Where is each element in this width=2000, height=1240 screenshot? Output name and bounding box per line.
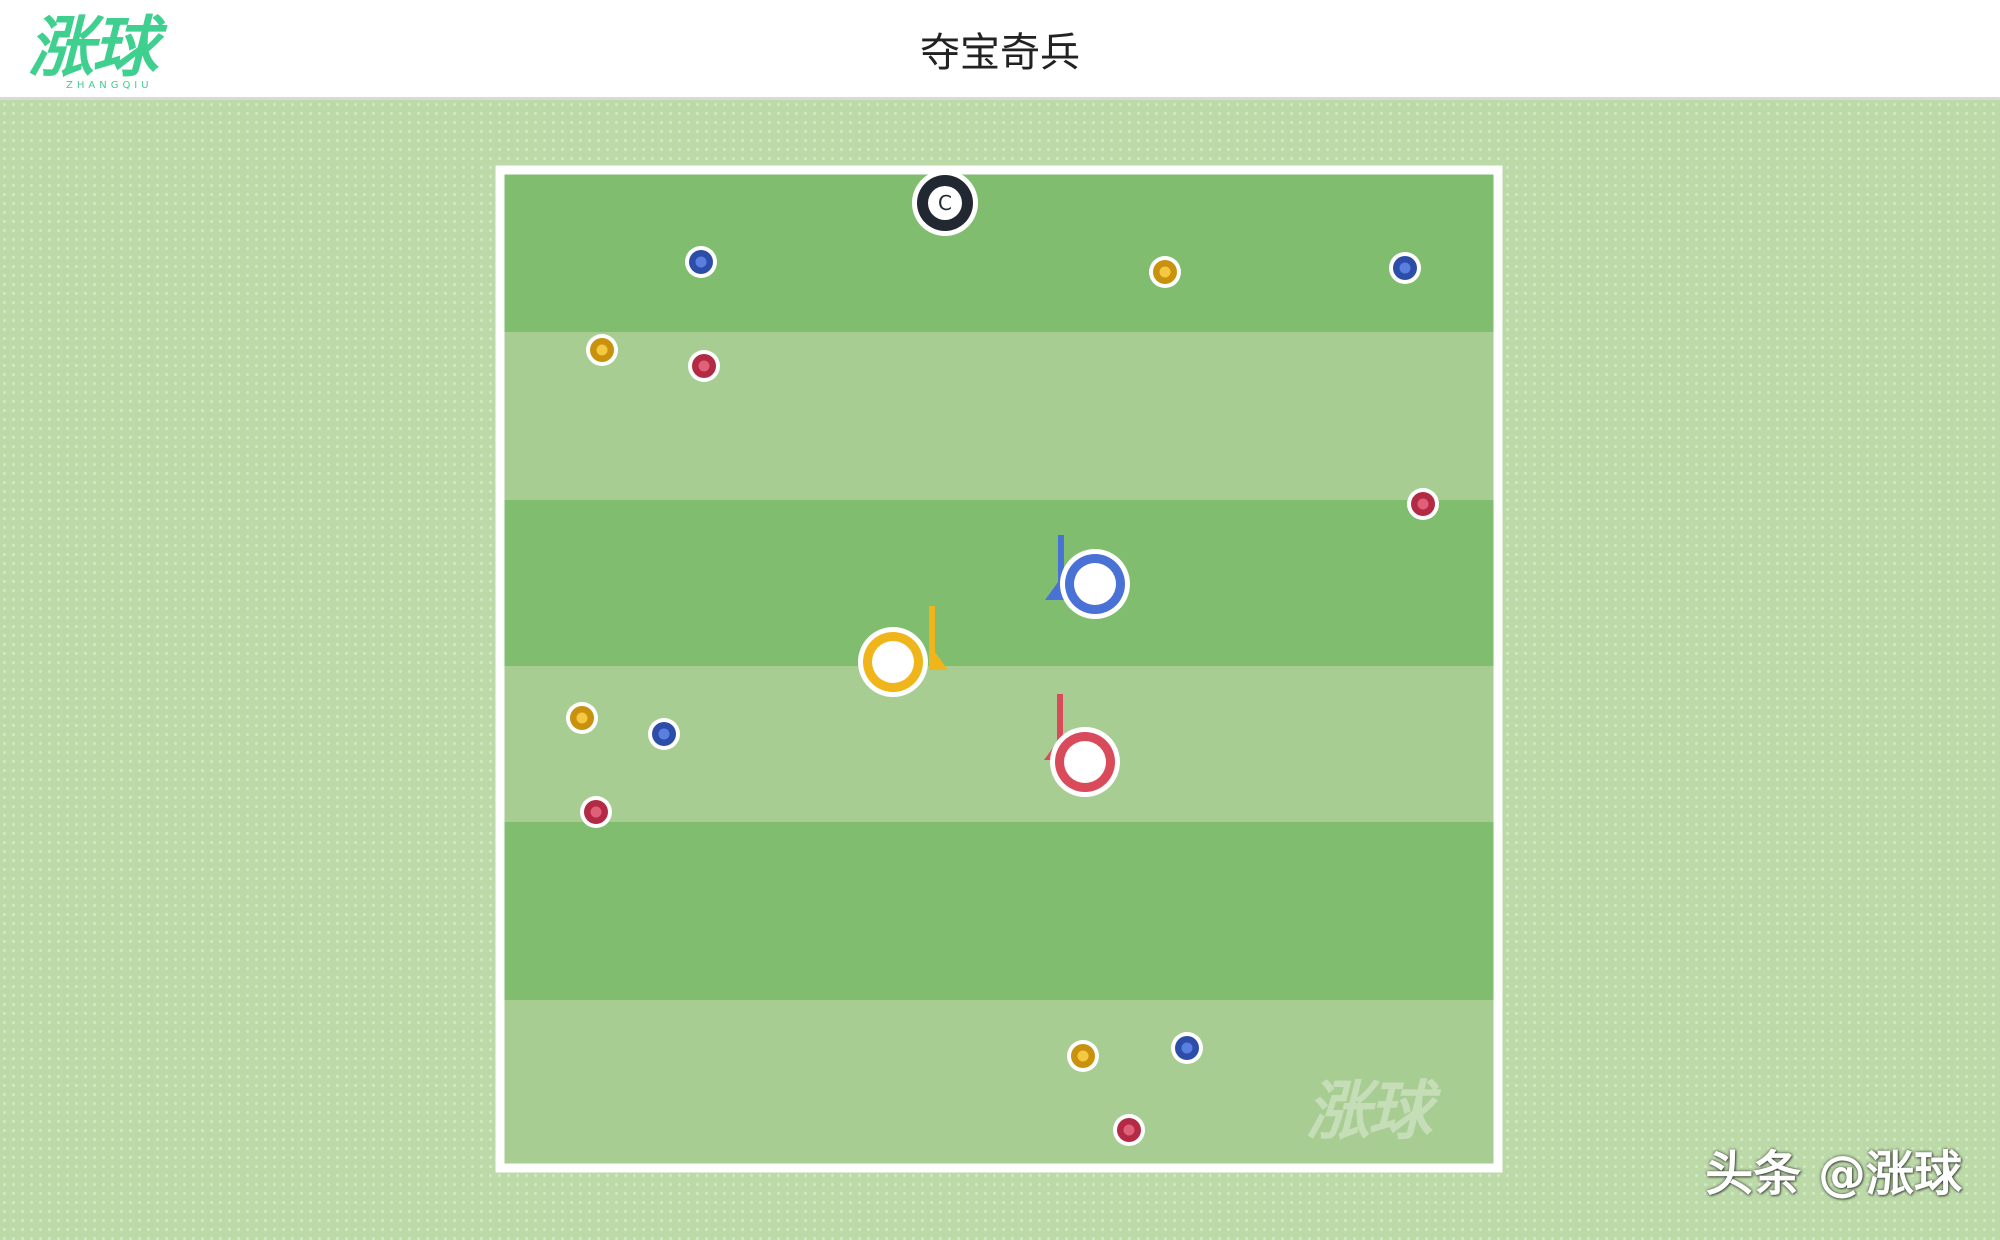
blue-cone-11 — [1171, 1032, 1203, 1064]
pitch-boundary — [495, 165, 1503, 1173]
yellow-cone-2 — [1149, 256, 1181, 288]
logo-text: 涨球 — [28, 9, 158, 86]
pitch-stripe-6 — [504, 1000, 1494, 1164]
yellow-flag — [929, 606, 948, 670]
blue-cone-1 — [685, 246, 717, 278]
red-player-marker — [1050, 727, 1120, 797]
source-credit: 头条 @涨球 — [1705, 1146, 1962, 1202]
header-bar: 涨球 ZHANGQIU 夺宝奇兵 — [0, 0, 2000, 100]
red-cone-6 — [1407, 488, 1439, 520]
logo-subtext: ZHANGQIU — [66, 80, 153, 91]
pitch-watermark: 涨球 — [1306, 1075, 1432, 1149]
pitch-stripe-1 — [504, 174, 1494, 332]
blue-player-marker — [1060, 549, 1130, 619]
yellow-cone-4 — [586, 334, 618, 366]
cone-markers — [566, 246, 1439, 1146]
pitch-stripes — [504, 174, 1494, 1164]
yellow-cone-10 — [1067, 1040, 1099, 1072]
coach-label: C — [938, 191, 952, 215]
pitch-stripe-2 — [504, 332, 1494, 500]
page-title: 夺宝奇兵 — [920, 30, 1080, 76]
pitch-stripe-3 — [504, 500, 1494, 666]
yellow-player-marker — [858, 627, 928, 697]
coach-marker: C — [912, 170, 978, 236]
blue-cone-8 — [648, 718, 680, 750]
red-cone-12 — [1113, 1114, 1145, 1146]
red-cone-5 — [688, 350, 720, 382]
brand-logo[interactable]: 涨球 ZHANGQIU — [28, 8, 218, 92]
pitch-stripe-5 — [504, 822, 1494, 1000]
coach-inner — [928, 186, 962, 220]
yellow-cone-7 — [566, 702, 598, 734]
blue-cone-3 — [1389, 252, 1421, 284]
red-cone-9 — [580, 796, 612, 828]
player-markers — [858, 549, 1130, 797]
